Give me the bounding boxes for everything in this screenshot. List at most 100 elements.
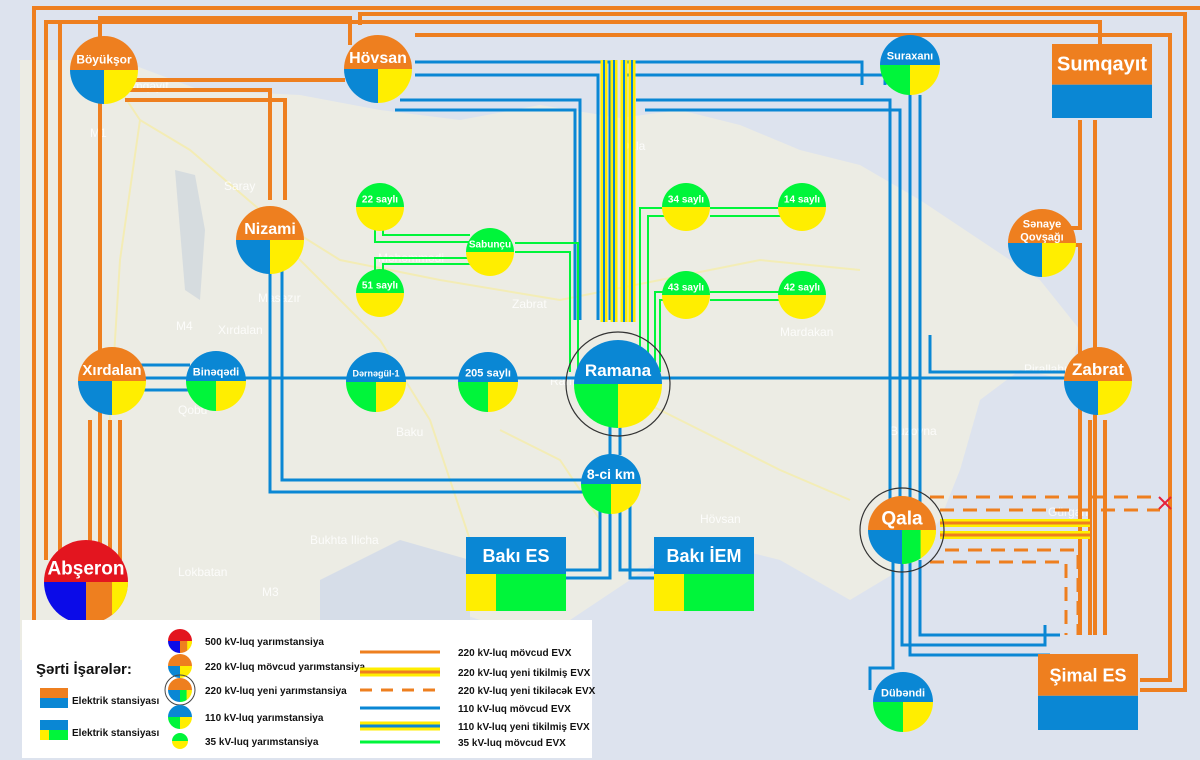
station-bottom-right	[684, 574, 754, 611]
station-bottom-left	[654, 574, 684, 611]
substation-boyuksor[interactable]: Böyükşor	[70, 36, 138, 104]
substation-label: 51 saylı	[362, 281, 398, 292]
legend-label: 110 kV-luq yeni tikilmiş EVX	[458, 722, 590, 733]
legend-label: 220 kV-luq mövcud yarımstansiya	[205, 662, 366, 673]
substation-s34[interactable]: 34 saylı	[662, 183, 710, 231]
substation-label: 22 saylı	[362, 195, 398, 206]
line-110kv-existing	[280, 268, 585, 482]
substation-ramana[interactable]: Ramana	[565, 331, 671, 437]
substation-symbol-icon	[344, 35, 412, 103]
substation-symbol-icon	[458, 352, 518, 412]
power-station-label: Şimal ES	[1049, 665, 1126, 685]
legend-label: Elektrik stansiyası	[72, 728, 159, 739]
substation-symbol-icon	[78, 347, 146, 415]
substation-symbol-icon	[778, 183, 826, 231]
substation-symbol-icon	[236, 206, 304, 274]
lines-35kv	[374, 207, 782, 372]
line-220kv-planned	[930, 560, 1068, 635]
substation-label: Ramana	[585, 361, 652, 380]
substation-zabrat[interactable]: Zabrat	[1064, 347, 1132, 415]
substation-symbol-icon	[574, 340, 662, 428]
substation-label: Nizami	[244, 221, 296, 238]
substation-symbol-icon	[1064, 347, 1132, 415]
substation-symbol-icon	[581, 454, 641, 514]
bay	[320, 540, 470, 640]
line-110kv-existing	[918, 560, 1060, 637]
map-place-label: Saray	[224, 179, 255, 193]
substation-dubendi[interactable]: Dübəndi	[873, 672, 933, 732]
new-substation-ring	[859, 487, 945, 573]
line-35kv-existing	[654, 291, 665, 372]
line-35kv-existing	[639, 207, 665, 372]
lines-new	[600, 60, 1172, 635]
substation-sabuncu[interactable]: Sabunçu	[466, 228, 514, 276]
substation-suraxani[interactable]: Suraxanı	[880, 35, 940, 95]
substation-label: Böyükşor	[76, 53, 132, 67]
new-substation-ring	[565, 331, 671, 437]
map-place-label: Buzovna	[890, 424, 937, 438]
line-35kv-existing	[382, 263, 470, 270]
substation-label: 205 saylı	[465, 368, 511, 380]
line-220kv-existing	[32, 6, 1200, 660]
substation-s43[interactable]: 43 saylı	[662, 271, 710, 319]
legend-label: 220 kV-luq yeni tikiləcək EVX	[458, 686, 596, 697]
map-place-label: Lokbatan	[178, 565, 227, 579]
substation-symbol-icon	[873, 672, 933, 732]
substation-qala[interactable]: Qala	[859, 487, 945, 573]
substation-s22[interactable]: 22 saylı	[356, 183, 404, 231]
substation-nizami[interactable]: Nizami	[236, 206, 304, 274]
legend-label: 220 kV-luq yeni tikilmiş EVX	[458, 668, 591, 679]
substation-symbol-icon	[1008, 209, 1076, 277]
line-110kv-existing	[566, 505, 602, 572]
station-top	[1038, 654, 1138, 696]
substation-s205[interactable]: 205 saylı	[458, 352, 518, 412]
substation-label: 42 saylı	[784, 283, 820, 294]
line-220kv-existing	[415, 33, 1172, 682]
line-35kv-existing	[515, 251, 571, 372]
substation-symbol-icon	[662, 271, 710, 319]
substation-symbol-icon	[70, 36, 138, 104]
substation-label: 14 saylı	[784, 195, 820, 206]
map-place-label: Zabrat	[512, 297, 547, 311]
line-220kv-existing	[358, 12, 1187, 692]
substation-220kv-new-icon	[164, 674, 196, 706]
map-place-label: M4	[176, 319, 193, 333]
substation-label: Qala	[881, 508, 923, 529]
station-top	[654, 537, 754, 574]
substation-label: Qovşağı	[1020, 231, 1063, 243]
substation-label: Hövsan	[349, 50, 407, 67]
power-station-bakies[interactable]: Bakı ES	[466, 537, 566, 611]
power-station-sumqayit[interactable]: Sumqayıt	[1052, 44, 1152, 118]
power-station-bakiiem[interactable]: Bakı İEM	[654, 537, 754, 611]
map-place-label: Mardakan	[780, 325, 833, 339]
power-station-simal[interactable]: Şimal ES	[1038, 654, 1138, 730]
substation-label: 8-ci km	[587, 466, 635, 482]
station-bottom	[1038, 695, 1138, 730]
map-place-label: Masazır	[258, 291, 301, 305]
line-110kv-existing	[908, 560, 1050, 657]
substation-symbol-icon	[346, 352, 406, 412]
substation-dernegul[interactable]: Dərnəgül-1	[346, 352, 406, 412]
substation-xirdalan[interactable]: Xırdalan	[78, 347, 146, 415]
line-220kv-existing	[125, 88, 272, 200]
substation-bineqedi[interactable]: Binəqədi	[186, 351, 246, 411]
substation-symbol-icon	[662, 183, 710, 231]
power-station-orange-blue-icon	[40, 688, 68, 708]
substation-symbol-icon	[868, 496, 936, 564]
substation-35kv-icon	[172, 733, 188, 749]
substation-label: Xırdalan	[82, 362, 141, 379]
substation-s51[interactable]: 51 saylı	[356, 269, 404, 317]
map-place-label: Baku	[396, 425, 423, 439]
substation-label: Sənaye	[1023, 219, 1062, 231]
substation-s14[interactable]: 14 saylı	[778, 183, 826, 231]
legend-background	[22, 620, 592, 758]
station-bottom-left	[466, 574, 496, 611]
substation-km8[interactable]: 8-ci km	[581, 454, 641, 514]
map-place-label: Qobu	[178, 403, 207, 417]
substation-hovsan[interactable]: Hövsan	[344, 35, 412, 103]
substation-s42[interactable]: 42 saylı	[778, 271, 826, 319]
station-bottom	[1052, 84, 1152, 118]
